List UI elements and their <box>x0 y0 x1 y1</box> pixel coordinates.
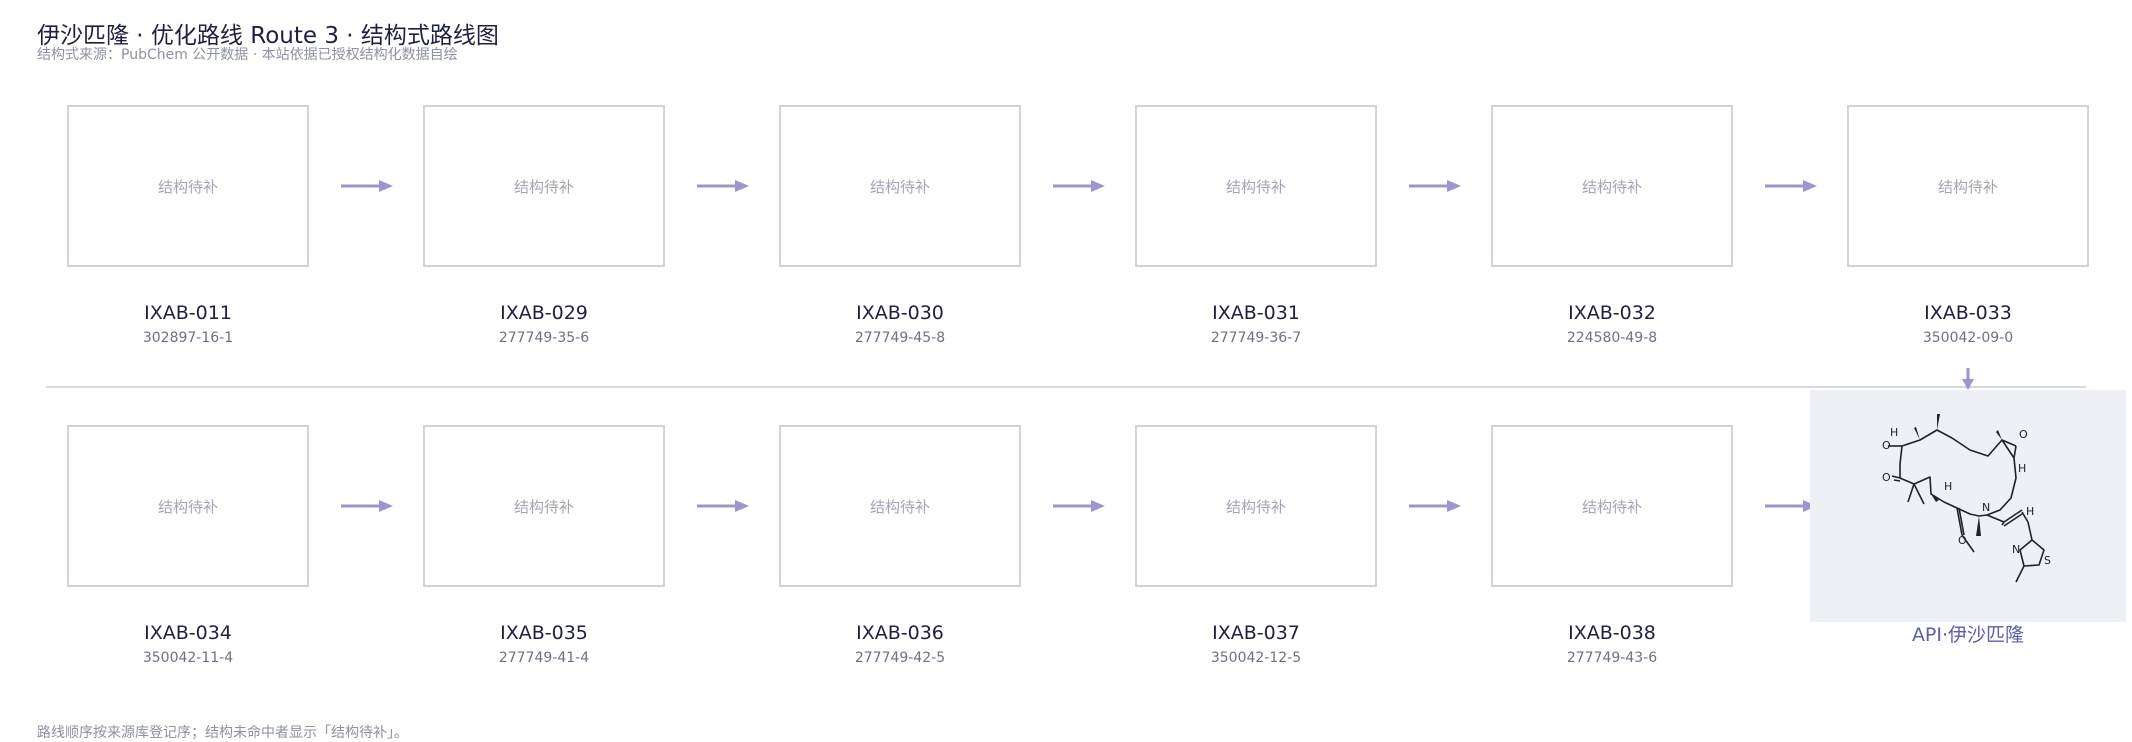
compound-cas: 224580-49-8 <box>1566 330 1658 346</box>
structure-box-10: 结构待补 <box>1135 425 1377 587</box>
right-arrow-icon <box>1409 180 1461 192</box>
structure-box-3: 结构待补 <box>779 105 1021 267</box>
page-subtitle: 结构式来源：PubChem 公开数据 · 本站依据已授权结构化数据自绘 <box>37 47 458 63</box>
right-arrow-icon <box>1409 500 1461 512</box>
compound-cas: 277749-41-4 <box>498 650 590 666</box>
structure-placeholder: 结构待补 <box>869 497 930 516</box>
compound-cas: 350042-09-0 <box>1922 330 2014 346</box>
structure-box-9: 结构待补 <box>779 425 1021 587</box>
right-arrow-icon <box>697 180 749 192</box>
atom-label: O <box>1882 471 1891 484</box>
api-structure: O O O O H H N N H S H <box>1882 414 2051 583</box>
structure-box-7: 结构待补 <box>67 425 309 587</box>
structure-placeholder: 结构待补 <box>1225 497 1286 516</box>
down-arrow-icon <box>1962 368 1974 390</box>
compound-code: IXAB-037 <box>1212 622 1300 644</box>
structure-placeholder: 结构待补 <box>1581 497 1642 516</box>
structure-box-6: 结构待补 <box>1847 105 2089 267</box>
compound-code: IXAB-011 <box>144 302 232 324</box>
structure-box-8: 结构待补 <box>423 425 665 587</box>
atom-label: O <box>2019 428 2028 441</box>
compound-code: IXAB-031 <box>1212 302 1300 324</box>
right-arrow-icon <box>697 500 749 512</box>
structure-placeholder: 结构待补 <box>869 177 930 196</box>
structure-box-4: 结构待补 <box>1135 105 1377 267</box>
page-title: 伊沙匹隆 · 优化路线 Route 3 · 结构式路线图 <box>37 23 499 49</box>
structure-box-1: 结构待补 <box>67 105 309 267</box>
right-arrow-icon <box>1765 180 1817 192</box>
compound-cas: 277749-45-8 <box>854 330 946 346</box>
atom-label: S <box>2044 554 2051 567</box>
compound-cas: 302897-16-1 <box>142 330 234 346</box>
atom-label: N <box>1982 501 1990 514</box>
row-divider <box>46 386 2086 388</box>
structure-box-2: 结构待补 <box>423 105 665 267</box>
compound-code: IXAB-035 <box>500 622 588 644</box>
structure-box-5: 结构待补 <box>1491 105 1733 267</box>
footnote: 路线顺序按来源库登记序；结构未命中者显示「结构待补」。 <box>37 725 408 741</box>
compound-cas: 277749-36-7 <box>1210 330 1302 346</box>
atom-label: H <box>1890 426 1898 439</box>
compound-code: IXAB-030 <box>856 302 944 324</box>
atom-label: O <box>1958 534 1967 547</box>
compound-cas: 277749-42-5 <box>854 650 946 666</box>
right-arrow-icon <box>341 180 393 192</box>
structure-placeholder: 结构待补 <box>157 497 218 516</box>
structure-placeholder: 结构待补 <box>513 497 574 516</box>
structure-placeholder: 结构待补 <box>1581 177 1642 196</box>
atom-label: H <box>2026 505 2034 518</box>
compound-cas: 350042-12-5 <box>1210 650 1302 666</box>
compound-cas: 277749-43-6 <box>1566 650 1658 666</box>
api-label: API·伊沙匹隆 <box>1911 624 2025 646</box>
compound-code: IXAB-033 <box>1924 302 2012 324</box>
structure-placeholder: 结构待补 <box>157 177 218 196</box>
api-panel <box>1810 390 2126 622</box>
structure-placeholder: 结构待补 <box>1937 177 1998 196</box>
compound-code: IXAB-032 <box>1568 302 1656 324</box>
right-arrow-icon <box>1053 500 1105 512</box>
right-arrow-icon <box>1053 180 1105 192</box>
structure-placeholder: 结构待补 <box>513 177 574 196</box>
compound-cas: 277749-35-6 <box>498 330 590 346</box>
atom-label: H <box>1944 480 1952 493</box>
compound-code: IXAB-038 <box>1568 622 1656 644</box>
compound-code: IXAB-034 <box>144 622 232 644</box>
compound-code: IXAB-036 <box>856 622 944 644</box>
structure-placeholder: 结构待补 <box>1225 177 1286 196</box>
atom-label: O <box>1882 439 1891 452</box>
structure-box-11: 结构待补 <box>1491 425 1733 587</box>
compound-code: IXAB-029 <box>500 302 588 324</box>
atom-label: H <box>2018 462 2026 475</box>
atom-label: N <box>2012 543 2020 556</box>
right-arrow-icon <box>341 500 393 512</box>
compound-cas: 350042-11-4 <box>142 650 234 666</box>
